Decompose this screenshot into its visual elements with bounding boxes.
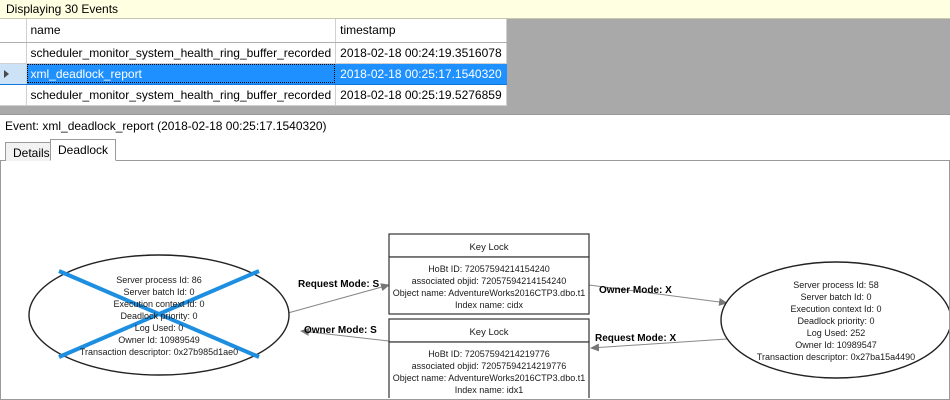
edge-label-bottom-owner-left: Owner Mode: S [304, 325, 377, 336]
resource-top-title: Key Lock [469, 242, 508, 253]
process-node-left[interactable]: Server process Id: 86 Server batch Id: 0… [28, 254, 290, 376]
cell-name[interactable]: scheduler_monitor_system_health_ring_buf… [26, 84, 337, 106]
resource-node-top[interactable]: Key Lock HoBt ID: 72057594214154240 asso… [388, 233, 590, 315]
process-left-line-4: Deadlock priority: 0 [120, 311, 197, 321]
process-right-line-6: Owner Id: 10989547 [795, 340, 877, 350]
resource-top-line-1: HoBt ID: 72057594214154240 [428, 264, 550, 274]
process-left-line-6: Owner Id: 10989549 [118, 335, 200, 345]
edge-label-left-request-top: Request Mode: S [298, 279, 379, 290]
process-right-line-2: Server batch Id: 0 [800, 292, 871, 302]
row-selector-cell[interactable] [0, 84, 27, 106]
current-row-arrow-icon [4, 70, 9, 79]
status-strip: Displaying 30 Events [0, 0, 950, 19]
process-right-line-7: Transaction descriptor: 0x27ba15a4490 [757, 352, 915, 362]
victim-cross-icon [58, 269, 260, 359]
edge-label-top-owner-right: Owner Mode: X [599, 285, 672, 296]
events-grid[interactable]: name timestamp scheduler_monitor_system_… [0, 19, 507, 106]
grid-header-row: name timestamp [0, 19, 507, 43]
events-grid-container: name timestamp scheduler_monitor_system_… [0, 19, 950, 115]
process-right-line-4: Deadlock priority: 0 [797, 316, 874, 326]
process-right-line-3: Execution context Id: 0 [790, 304, 881, 314]
column-header-timestamp[interactable]: timestamp [335, 19, 507, 43]
resource-bottom-line-2: associated objid: 72057594214219776 [412, 361, 567, 371]
event-caption: Event: xml_deadlock_report (2018-02-18 0… [0, 116, 950, 136]
tab-deadlock[interactable]: Deadlock [50, 139, 117, 161]
table-row[interactable]: scheduler_monitor_system_health_ring_buf… [0, 42, 507, 64]
resource-node-bottom[interactable]: Key Lock HoBt ID: 72057594214219776 asso… [388, 318, 590, 398]
cell-name[interactable]: scheduler_monitor_system_health_ring_buf… [26, 42, 337, 64]
process-right-line-5: Log Used: 252 [807, 328, 866, 338]
table-row[interactable]: scheduler_monitor_system_health_ring_buf… [0, 84, 507, 106]
resource-top-line-3: Object name: AdventureWorks2016CTP3.dbo.… [393, 288, 585, 298]
tab-details[interactable]: Details [5, 142, 58, 161]
process-right-line-1: Server process Id: 58 [793, 280, 879, 290]
tab-strip: Details Deadlock [0, 137, 950, 161]
resource-bottom-line-4: Index name: idx1 [455, 385, 524, 395]
table-row[interactable]: xml_deadlock_report 2018-02-18 00:25:17.… [0, 63, 507, 85]
edge-label-right-request-bottom: Request Mode: X [595, 333, 676, 344]
resource-bottom-title: Key Lock [469, 327, 508, 338]
event-caption-text: Event: xml_deadlock_report (2018-02-18 0… [5, 119, 327, 133]
resource-bottom-line-1: HoBt ID: 72057594214219776 [428, 349, 550, 359]
process-left-line-1: Server process Id: 86 [116, 275, 202, 285]
edge-right-request-bottom: Request Mode: X [590, 333, 728, 352]
column-header-name[interactable]: name [26, 19, 337, 43]
deadlock-graph-canvas[interactable]: Request Mode: S Owner Mode: X Owner Mode… [0, 161, 950, 400]
status-strip-text: Displaying 30 Events [6, 2, 119, 16]
resource-top-line-4: Index name: cidx [455, 300, 524, 310]
process-left-line-7: Transaction descriptor: 0x27b985d1ae0 [80, 347, 238, 357]
resource-bottom-line-3: Object name: AdventureWorks2016CTP3.dbo.… [393, 373, 585, 383]
process-node-right[interactable]: Server process Id: 58 Server batch Id: 0… [720, 261, 949, 379]
resource-top-line-2: associated objid: 72057594214154240 [412, 276, 567, 286]
process-left-line-2: Server batch Id: 0 [123, 287, 194, 297]
cell-timestamp[interactable]: 2018-02-18 00:25:19.5276859 [335, 84, 507, 106]
process-left-line-3: Execution context Id: 0 [113, 299, 204, 309]
row-selector-cell[interactable] [0, 42, 27, 64]
tab-strip-divider [0, 160, 950, 161]
cell-timestamp[interactable]: 2018-02-18 00:24:19.3516078 [335, 42, 507, 64]
edge-bottom-owner-left: Owner Mode: S [300, 325, 390, 342]
row-selector-cell[interactable] [0, 63, 27, 85]
edge-top-owner-right: Owner Mode: X [588, 284, 728, 306]
column-header-selector[interactable] [0, 19, 27, 43]
cell-timestamp[interactable]: 2018-02-18 00:25:17.1540320 [335, 63, 507, 85]
cell-name[interactable]: xml_deadlock_report [26, 63, 337, 85]
process-left-line-5: Log Used: 0 [135, 323, 184, 333]
